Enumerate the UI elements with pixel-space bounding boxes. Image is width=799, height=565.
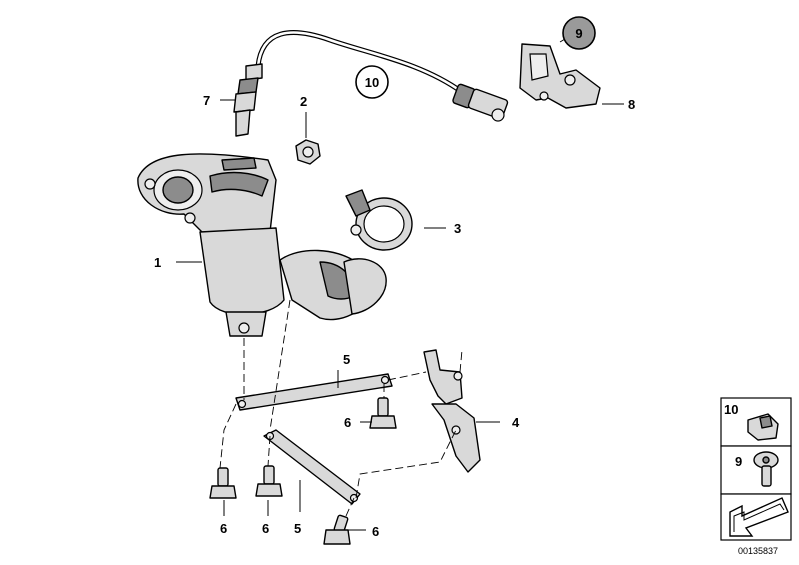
- screw-icon: [753, 451, 779, 487]
- bolt-center[interactable]: [255, 465, 283, 497]
- label-bolt-lower: 6: [372, 524, 379, 539]
- label-catalytic-converter: 1: [154, 255, 161, 270]
- circled-ref-10: 10: [355, 65, 389, 99]
- label-bolt-left: 6: [220, 521, 227, 536]
- arrow-symbol-icon: [729, 497, 789, 537]
- assembly-dash-lines: [219, 299, 463, 517]
- svg-text:10: 10: [365, 75, 379, 90]
- legend-panel: 10 9: [720, 397, 792, 541]
- label-holder: 8: [628, 97, 635, 112]
- clamp[interactable]: [345, 189, 413, 251]
- label-strut-upper: 5: [343, 352, 350, 367]
- label-hex-nut: 2: [300, 94, 307, 109]
- label-bolt-mid: 6: [344, 415, 351, 430]
- reference-number: 00135837: [738, 546, 778, 556]
- bracket[interactable]: [423, 349, 481, 473]
- label-clamp: 3: [454, 221, 461, 236]
- svg-text:9: 9: [575, 26, 582, 41]
- circled-ref-9: 9: [562, 16, 596, 50]
- bolt-lower[interactable]: [323, 514, 351, 545]
- clip-icon: [747, 413, 779, 441]
- part-labels: 1 2 3 4 5 5 6 6 6 6 7 8: [154, 93, 635, 539]
- label-bracket: 4: [512, 415, 520, 430]
- strut-lower[interactable]: [263, 429, 361, 505]
- label-oxygen-sensor: 7: [203, 93, 210, 108]
- bolt-left[interactable]: [209, 467, 237, 499]
- bolt-mid[interactable]: [369, 397, 397, 429]
- holder[interactable]: [519, 43, 601, 109]
- legend-item-10: 10: [724, 402, 738, 417]
- legend-item-9: 9: [735, 454, 742, 469]
- strut-upper[interactable]: [235, 373, 393, 411]
- oxygen-sensor[interactable]: [233, 30, 509, 137]
- hex-nut[interactable]: [295, 139, 321, 165]
- catalytic-converter[interactable]: [137, 153, 387, 337]
- label-strut-lower: 5: [294, 521, 301, 536]
- label-bolt-center: 6: [262, 521, 269, 536]
